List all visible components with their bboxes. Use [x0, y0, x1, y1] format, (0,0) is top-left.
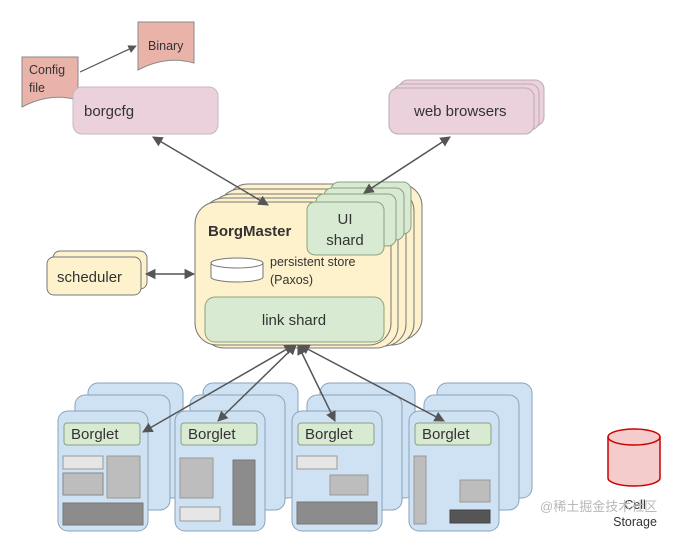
scheduler-label: scheduler	[57, 269, 122, 286]
scheduler-front	[46, 256, 142, 296]
web-browsers-stack: web browsers	[388, 79, 545, 135]
borgcfg-label: borgcfg	[84, 103, 134, 120]
borglet-3-task-a	[296, 455, 338, 470]
borgcfg-rect	[72, 86, 219, 135]
ui-shard-front	[306, 201, 385, 256]
config-file-label-line1: Config	[29, 63, 65, 77]
web-browsers-label: web browsers	[413, 103, 507, 120]
cell-storage-label-line2: Storage	[613, 515, 657, 529]
persistent-store-label-line1: persistent store	[270, 255, 356, 269]
ui-shard-label-line1: UI	[338, 211, 353, 228]
borglet-4-label-box	[414, 422, 492, 446]
borglet-3-task-c	[296, 501, 378, 525]
borgmaster-title: BorgMaster	[208, 223, 292, 240]
cell-storage-icon	[607, 428, 661, 487]
linkshard-borglet-4-arrow	[299, 344, 445, 422]
borglet-1-label: Borglet	[71, 426, 119, 443]
borglet-1-task-d	[62, 502, 144, 526]
scheduler-stack: scheduler	[46, 250, 148, 296]
borglet-cell-4: Borglet	[408, 382, 533, 532]
borglet-4-label: Borglet	[422, 426, 470, 443]
link-shard-box	[204, 296, 385, 343]
borglet-2-label: Borglet	[188, 426, 236, 443]
ui-shard-label-line2: shard	[326, 232, 364, 249]
borglet-cell-2: Borglet	[174, 382, 299, 532]
link-shard-label: link shard	[262, 312, 326, 329]
borglet-3-label: Borglet	[305, 426, 353, 443]
config-file-document: Config file	[21, 56, 79, 108]
borgcfg-box: borgcfg	[72, 86, 219, 135]
config-file-label-line2: file	[29, 81, 45, 95]
cell-storage-label-line1: Cell	[624, 498, 646, 512]
persistent-store-icon	[210, 257, 264, 283]
binary-label: Binary	[148, 39, 184, 53]
borglet-2-task-c	[179, 506, 221, 522]
borglet-3-label-box	[297, 422, 375, 446]
borglet-cell-3: Borglet	[291, 382, 416, 532]
borglet-4-task-a	[413, 455, 427, 525]
borglet-1-task-a	[62, 455, 104, 470]
binary-document: Binary	[137, 21, 195, 71]
borglet-1-task-c	[62, 472, 104, 496]
borgmaster-stack: BorgMaster UI shard persistent store (Pa…	[194, 181, 423, 349]
persistent-store-label-line2: (Paxos)	[270, 273, 313, 287]
web-browsers-front	[388, 87, 535, 135]
borglet-1-task-b	[106, 455, 141, 499]
borglet-4-task-b	[459, 479, 491, 503]
binary-shape	[137, 21, 195, 71]
borglet-2-task-b	[232, 459, 256, 526]
config-to-binary-arrow	[79, 45, 137, 73]
borglet-4-task-c	[449, 509, 491, 524]
linkshard-borglet-2-arrow	[217, 344, 297, 422]
watermark-text: @稀土掘金技术社区	[540, 499, 657, 514]
borglet-1-label-box	[63, 422, 141, 446]
borglet-3-task-b	[329, 474, 369, 496]
borglet-cell-1: Borglet	[57, 382, 184, 532]
borgcfg-borgmaster-arrow	[152, 136, 269, 206]
borglet-2-task-a	[179, 457, 214, 499]
webbrowsers-uishard-arrow	[363, 136, 451, 194]
